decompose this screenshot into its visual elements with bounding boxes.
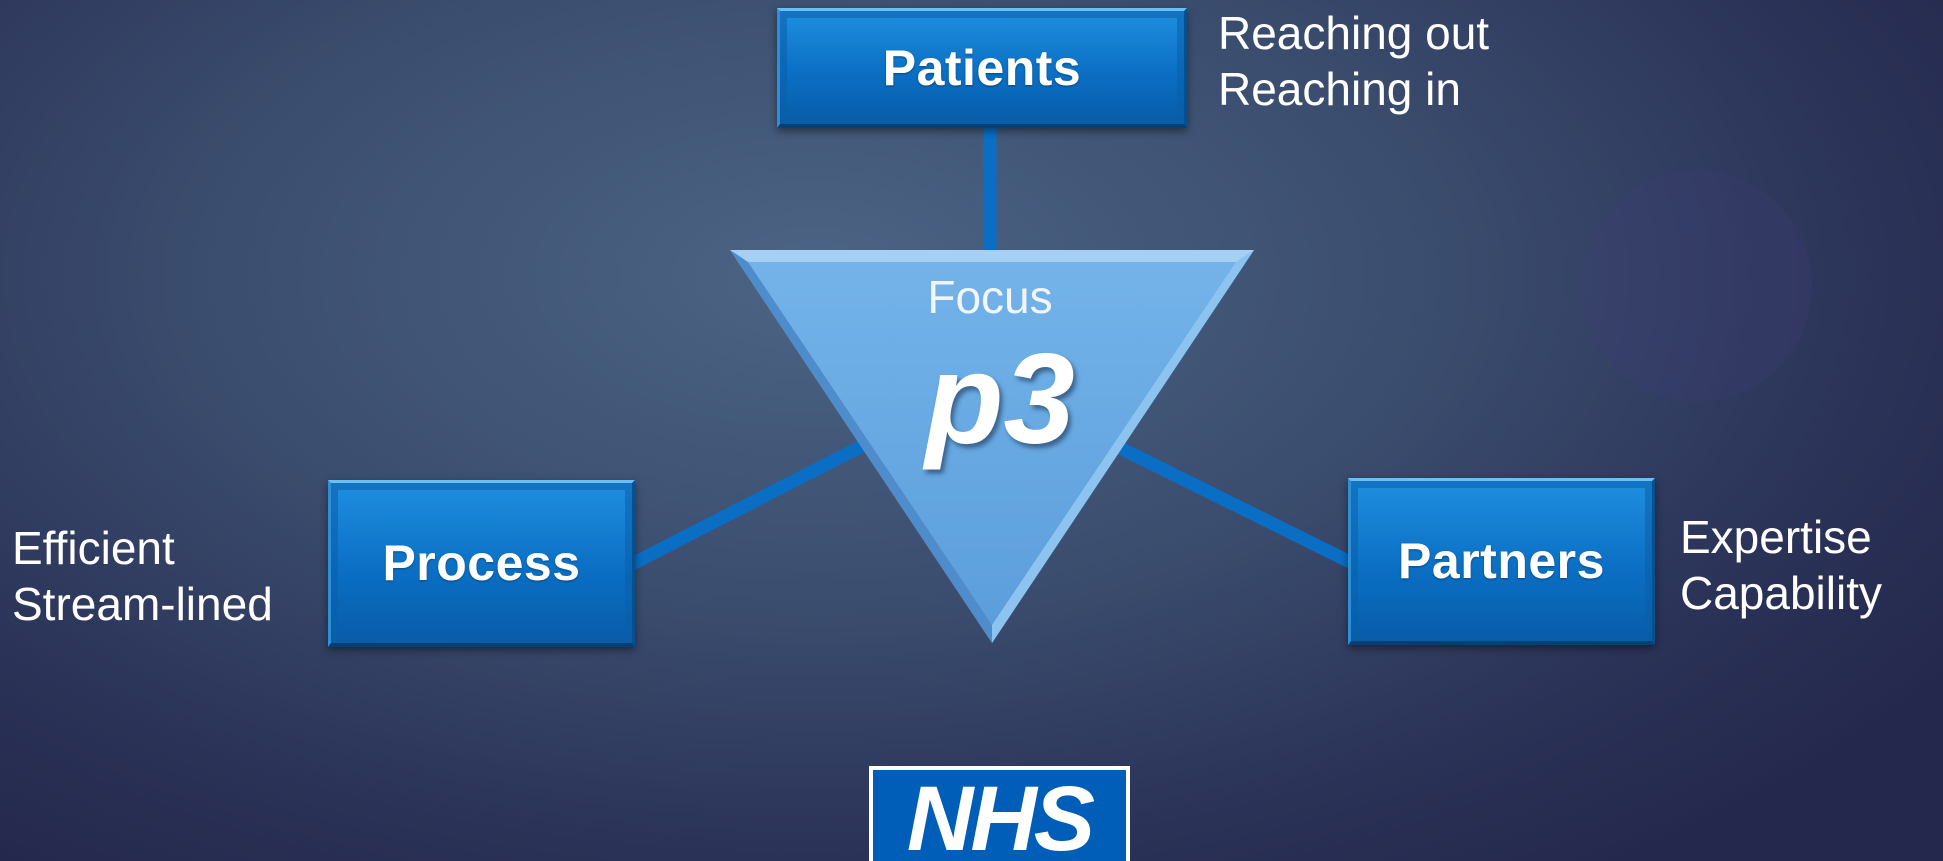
node-patients-label: Patients <box>882 39 1082 96</box>
center-mark: p3 <box>925 328 1075 471</box>
patients-notes: Reaching out Reaching in <box>1218 5 1489 117</box>
node-process: Process <box>328 480 635 647</box>
triangle-bevel-right <box>992 250 1254 643</box>
process-notes: Efficient Stream-lined <box>12 520 273 632</box>
nhs-logo: NHS <box>869 766 1130 861</box>
process-note-1: Efficient <box>12 522 175 574</box>
connector-process <box>627 439 869 570</box>
decorative-circle <box>1580 170 1812 402</box>
connector-partners <box>1109 439 1357 569</box>
node-process-label: Process <box>382 535 581 591</box>
triangle-bevel-top <box>730 250 1254 262</box>
patients-note-1: Reaching out <box>1218 7 1490 59</box>
patients-note-2: Reaching in <box>1218 63 1461 115</box>
triangle-body <box>730 250 1254 643</box>
center-label: Focus <box>927 271 1053 323</box>
process-note-2: Stream-lined <box>12 578 273 630</box>
nhs-logo-text: NHS <box>906 767 1095 861</box>
partners-note-1: Expertise <box>1680 511 1872 563</box>
node-partners-label: Partners <box>1398 533 1605 589</box>
partners-notes: Expertise Capability <box>1680 509 1882 621</box>
triangle-bevel-left <box>730 250 992 643</box>
partners-note-2: Capability <box>1680 567 1882 619</box>
node-patients: Patients <box>777 8 1187 128</box>
node-partners: Partners <box>1348 478 1655 645</box>
